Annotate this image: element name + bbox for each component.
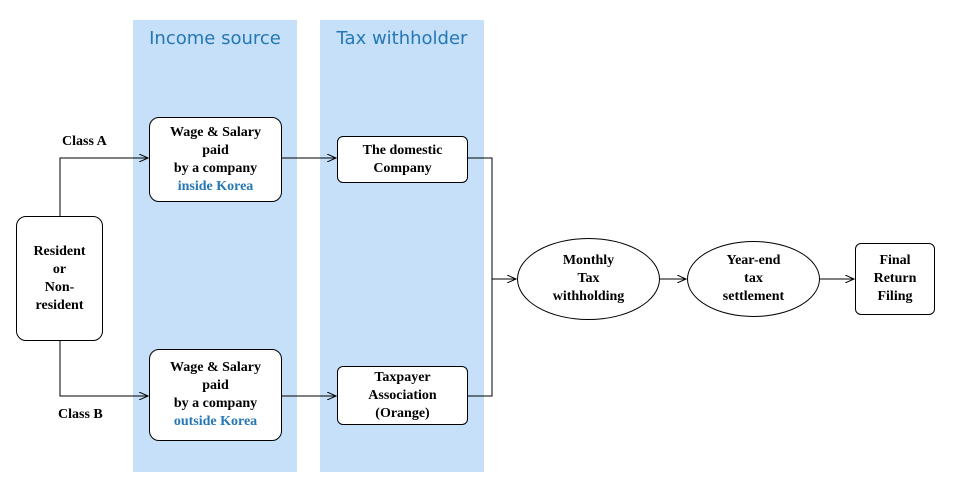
domestic-company-box: The domestic Company xyxy=(337,136,468,183)
outside-korea-text: outside Korea xyxy=(173,414,258,429)
income-source-header: Income source xyxy=(149,28,281,49)
year-end-settlement-ellipse: Year-end tax settlement xyxy=(687,241,820,317)
line-domestic-bracket xyxy=(468,157,493,397)
arrow-resident-to-wage-inside xyxy=(59,158,148,216)
arrow-resident-to-wage-outside xyxy=(59,341,148,396)
taxpayer-association-box: Taxpayer Association (Orange) xyxy=(337,366,468,425)
inside-korea-text: inside Korea xyxy=(177,178,254,194)
tax-withholder-header: Tax withholder xyxy=(336,28,468,49)
wage-inside-box: Wage & Salary paid by a company inside K… xyxy=(149,117,282,202)
monthly-withholding-ellipse: Monthly Tax withholding xyxy=(517,238,660,320)
class-b-label: Class B xyxy=(58,407,103,422)
class-a-label: Class A xyxy=(62,134,107,149)
wage-outside-box: Wage & Salary paid by a company outside … xyxy=(149,349,282,441)
resident-box: Resident or Non- resident xyxy=(16,216,103,341)
final-return-box: Final Return Filing xyxy=(855,243,935,315)
